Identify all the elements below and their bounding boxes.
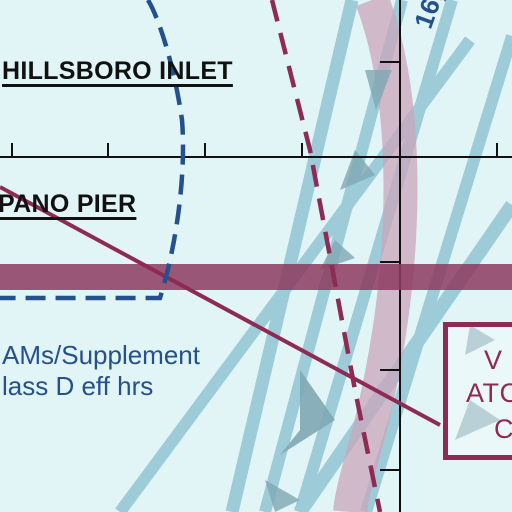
aircraft-flyway-arrow-icon	[265, 70, 500, 512]
airspace-boundary-dashed	[269, 0, 383, 512]
airspace-note-line-2: lass D eff hrs	[2, 371, 154, 401]
vfr-box-line-3: C	[494, 414, 512, 444]
vfr-box-line-2: ATC	[466, 378, 512, 408]
landmark-label-hillsboro-inlet: HILLSBORO INLET	[2, 57, 233, 85]
flyway-line	[294, 0, 458, 512]
airspace-note-line-1: AMs/Supplement	[2, 340, 200, 370]
vfr-box-line-1: V	[484, 345, 503, 375]
arrival-corridor-arc	[333, 0, 418, 512]
flyway-line	[294, 201, 512, 512]
flyway-line	[225, 0, 359, 512]
landmark-label-pompano-pier: PANO PIER	[0, 190, 137, 218]
vfr-atc-info-box: V ATC C	[443, 322, 512, 460]
class-d-boundary	[0, 0, 186, 301]
restricted-airspace-band	[0, 264, 512, 290]
route-line	[0, 185, 441, 427]
